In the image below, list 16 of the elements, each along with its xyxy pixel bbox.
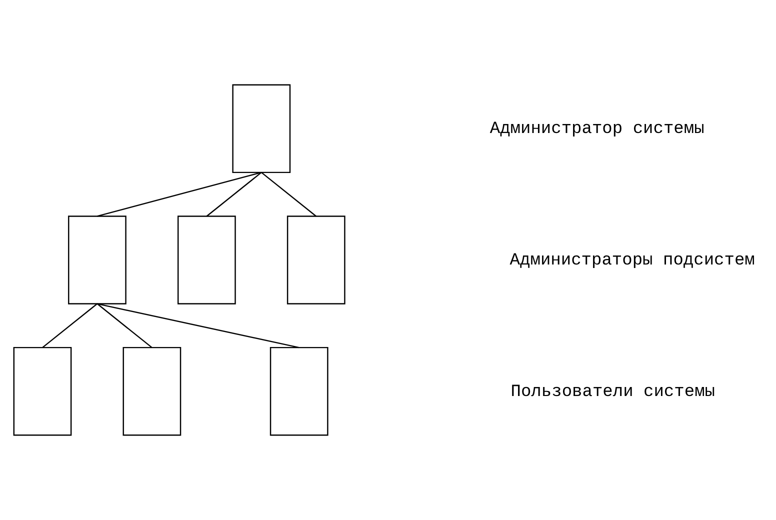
connector xyxy=(42,303,98,348)
connector xyxy=(260,172,316,217)
node-box xyxy=(176,216,236,304)
label: Пользователи системы xyxy=(510,382,715,402)
label: Администраторы подсистем xyxy=(509,252,754,270)
connector xyxy=(96,303,152,348)
connector xyxy=(96,172,262,217)
node-box xyxy=(68,216,126,304)
node-box xyxy=(12,346,72,436)
label: Администратор системы xyxy=(489,120,704,140)
node-box xyxy=(269,346,328,436)
connector xyxy=(96,303,299,348)
node-box xyxy=(122,346,181,436)
node-box xyxy=(286,216,345,304)
node-box xyxy=(232,84,290,174)
connector xyxy=(206,172,262,217)
